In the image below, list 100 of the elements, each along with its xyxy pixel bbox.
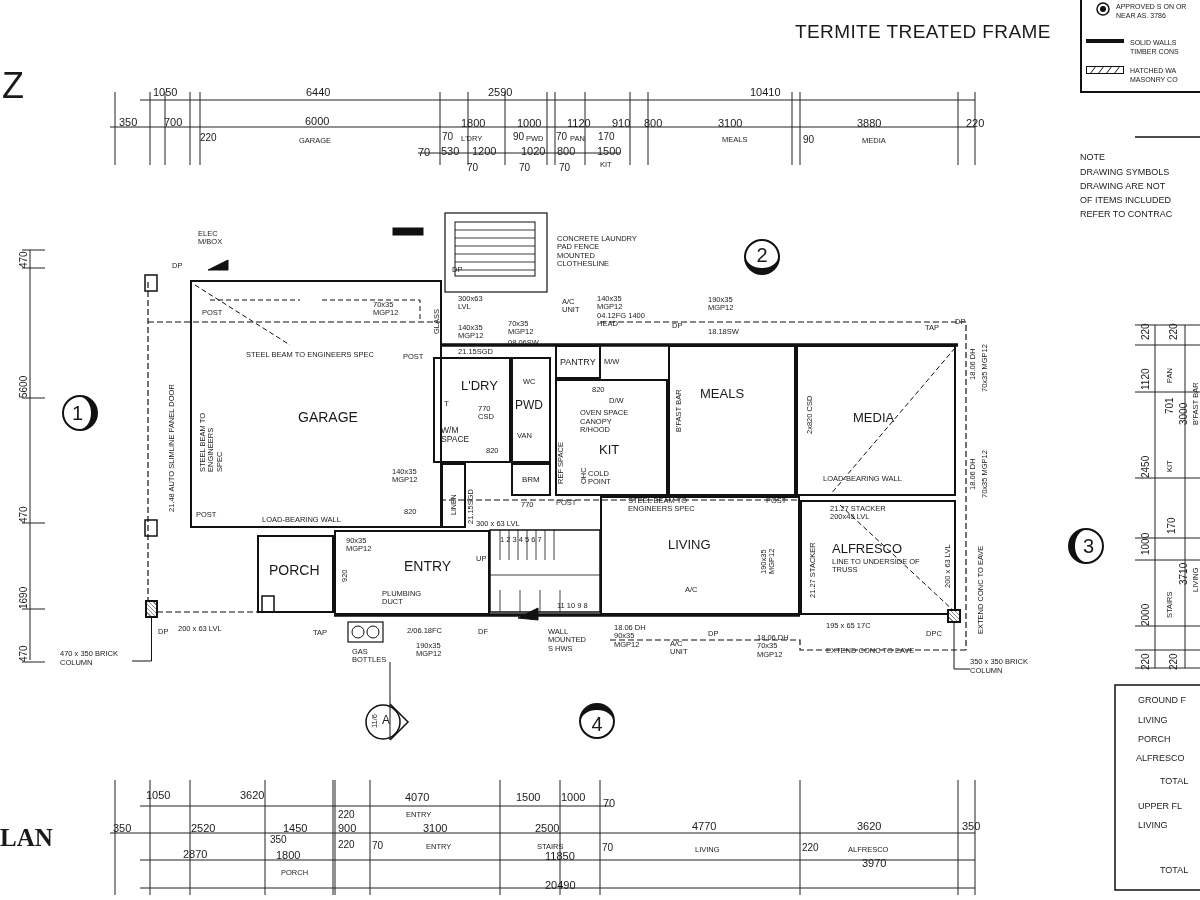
dimension-text: 701 <box>1164 397 1175 414</box>
room-outline <box>433 357 511 463</box>
dimension-text: 350 <box>962 820 981 833</box>
note-text: DRAWING ARE NOT <box>1080 182 1166 192</box>
section-marker: 4 <box>579 703 615 739</box>
dimension-text: 1050 <box>146 789 171 802</box>
room-name: BRM <box>522 476 540 484</box>
dimension-text: 220 <box>966 117 985 130</box>
dimension-text: 530 <box>441 145 460 158</box>
table-text: TOTAL <box>1160 777 1189 787</box>
dimension-text: 4770 <box>692 820 717 833</box>
table-text: LIVING <box>1138 716 1168 726</box>
dimension-text: 1020 <box>521 145 546 158</box>
brick-column <box>145 600 158 618</box>
section-marker: 2 <box>744 239 780 275</box>
dimension-text: 70 <box>603 797 616 810</box>
dimension-text: 3620 <box>857 820 882 833</box>
heading-text: LAN <box>0 824 53 852</box>
dimension-text: 6440 <box>306 86 331 99</box>
room-name: PWD <box>515 399 543 411</box>
note-text: NOTE <box>1080 153 1105 163</box>
room-name: L'DRY <box>461 379 498 392</box>
dimension-text: 170 <box>1166 517 1177 534</box>
dimension-text: 5600 <box>18 375 29 398</box>
dimension-text: 900 <box>338 822 357 835</box>
dimension-text: 470 <box>18 251 29 268</box>
dimension-text: 10410 <box>750 86 781 99</box>
dimension-text: 470 <box>18 645 29 662</box>
dimension-text: 170 <box>598 131 615 142</box>
dimension-text: 220 <box>200 132 217 143</box>
dimension-text: 2000 <box>1140 603 1151 626</box>
dimension-text: 350 <box>113 822 132 835</box>
table-text: LIVING <box>1138 821 1168 831</box>
section-marker: 3 <box>1068 528 1104 564</box>
note-text: OF ITEMS INCLUDED <box>1080 196 1171 206</box>
dimension-text: 11850 <box>545 850 575 863</box>
dimension-text: 2870 <box>183 848 208 861</box>
room-outline <box>334 530 490 615</box>
dimension-text: 220 <box>1168 323 1179 340</box>
dimension-text: 2500 <box>535 822 560 835</box>
dimension-text: 70 <box>556 131 568 142</box>
dimension-text: 6000 <box>305 115 330 128</box>
leader-line <box>953 622 971 670</box>
dimension-text: 1800 <box>461 117 486 130</box>
dimension-text: 70 <box>442 131 454 142</box>
note-text: REFER TO CONTRAC <box>1080 210 1173 220</box>
note-text: DRAWING SYMBOLS <box>1080 168 1170 178</box>
room-outline <box>511 357 551 463</box>
room-name: MEALS <box>700 387 745 400</box>
annotation-text: A <box>382 714 390 728</box>
dimension-text: 1450 <box>283 822 308 835</box>
room-outline <box>190 280 442 528</box>
dimension-text: 1690 <box>18 586 29 609</box>
dimension-text: 2520 <box>191 822 216 835</box>
dimension-text: 220 <box>802 842 819 853</box>
dimension-text: 220 <box>1140 653 1151 670</box>
room-outline <box>441 463 466 528</box>
dimension-text: 800 <box>644 117 663 130</box>
dimension-text: 3970 <box>862 857 887 870</box>
room-outline <box>555 379 668 496</box>
dimension-text: 2450 <box>1140 455 1151 478</box>
table-text: TOTAL <box>1160 866 1189 876</box>
dimension-text: 3880 <box>857 117 882 130</box>
leader-line <box>131 617 152 662</box>
dimension-text: 350 <box>270 834 287 845</box>
dimension-text: 220 <box>338 839 355 850</box>
room-name: KIT <box>599 443 620 456</box>
dimension-text: 70 <box>602 842 614 853</box>
dimension-text: 1120 <box>567 117 591 130</box>
room-outline <box>600 496 800 615</box>
heading-text: Z <box>2 66 24 106</box>
dimension-text: 910 <box>612 117 631 130</box>
dimension-text: 3000 <box>1178 402 1189 425</box>
dimension-text: 800 <box>557 145 576 158</box>
dimension-text: 1800 <box>276 849 301 862</box>
dimension-text: 3710 <box>1178 562 1189 585</box>
dimension-text: 1000 <box>561 791 586 804</box>
dimension-text: 70 <box>372 840 384 851</box>
dimension-text: 1500 <box>597 145 622 158</box>
annotation-text: T <box>444 400 449 409</box>
dimension-text: 220 <box>1140 323 1151 340</box>
dimension-text: 700 <box>164 116 183 129</box>
dimension-text: 220 <box>1168 653 1179 670</box>
dimension-text: 1120 <box>1140 368 1151 390</box>
dimension-text: 2590 <box>488 86 513 99</box>
dimension-text: 1050 <box>153 86 178 99</box>
dimension-text: 1500 <box>516 791 541 804</box>
brick-column <box>947 609 961 623</box>
drawing-title: TERMITE TREATED FRAME <box>795 21 1051 43</box>
room-name: ALFRESCO <box>832 542 903 555</box>
dimension-text: 20490 <box>545 879 576 892</box>
dimension-text: 220 <box>338 809 355 820</box>
dimension-text: 470 <box>18 506 29 523</box>
dimension-text: 3620 <box>240 789 265 802</box>
dimension-text: 4070 <box>405 791 430 804</box>
dimension-text: 1000 <box>517 117 542 130</box>
room-name: LIVING <box>668 538 711 551</box>
room-name: PANTRY <box>560 358 596 367</box>
table-text: PORCH <box>1138 735 1171 745</box>
room-outline <box>555 345 601 379</box>
